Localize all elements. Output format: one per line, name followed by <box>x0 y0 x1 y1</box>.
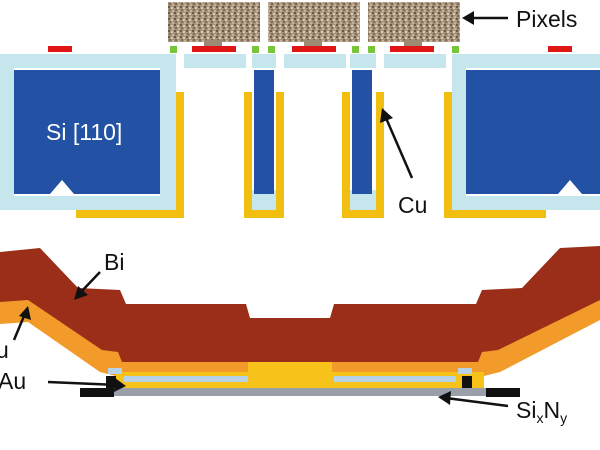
frame-bar <box>462 376 472 388</box>
pixel-absorber <box>168 2 260 42</box>
silicon <box>14 70 600 194</box>
red-pad <box>548 46 572 52</box>
pixels-arrow <box>462 11 508 25</box>
sin-label: SixNy <box>516 397 567 426</box>
pixel-absorbers <box>168 2 460 48</box>
cu-bottom-arrow <box>12 306 31 341</box>
pixel-absorber <box>268 2 360 42</box>
orange-layer <box>0 296 600 386</box>
frame-bar <box>106 376 116 388</box>
au-label: Au <box>0 368 26 394</box>
frame-bar <box>486 388 520 397</box>
red-pad <box>192 46 236 52</box>
green-contacts <box>170 46 459 53</box>
oxide-patch <box>334 376 456 382</box>
pixel-stem <box>304 40 322 48</box>
bi-arrow <box>74 271 101 300</box>
au-arrow <box>47 378 126 392</box>
bismuth-layer <box>0 246 600 362</box>
silicon-label: Si [110] <box>46 119 122 145</box>
sin-label-x: x <box>536 410 543 426</box>
cu-label-top: Cu <box>398 192 427 218</box>
red-pad <box>390 46 434 52</box>
silicon-post <box>254 70 274 194</box>
sin-label-y: y <box>560 410 567 426</box>
oxide-patch <box>458 368 472 374</box>
silicon-left-block <box>14 70 160 194</box>
oxide-patch <box>108 368 122 374</box>
pixels-label: Pixels <box>516 6 577 32</box>
gold-center-plug <box>248 362 332 376</box>
bi-label: Bi <box>104 249 124 275</box>
pixel-absorber <box>368 2 460 42</box>
sin-label-n: N <box>543 397 560 423</box>
oxide-patch <box>124 376 248 382</box>
red-pads <box>48 46 572 52</box>
red-pad <box>292 46 336 52</box>
oxide-layer <box>0 54 600 210</box>
sin-label-si: Si <box>516 397 536 423</box>
frame-bar <box>80 388 114 397</box>
pixel-stem <box>204 40 222 48</box>
red-pad <box>48 46 72 52</box>
cu-arrow <box>380 108 414 179</box>
pixel-stem <box>404 40 422 48</box>
top-structure: Si [110] Pixels Cu <box>0 2 600 218</box>
sin-arrow <box>438 391 509 408</box>
cu-label-bottom: u <box>0 337 9 363</box>
bottom-structure: Bi u Au SixNy <box>0 246 600 426</box>
nitride-membrane <box>98 388 506 396</box>
copper-layer <box>76 92 546 218</box>
silicon-post <box>352 70 372 194</box>
silicon-right-block <box>466 70 600 194</box>
